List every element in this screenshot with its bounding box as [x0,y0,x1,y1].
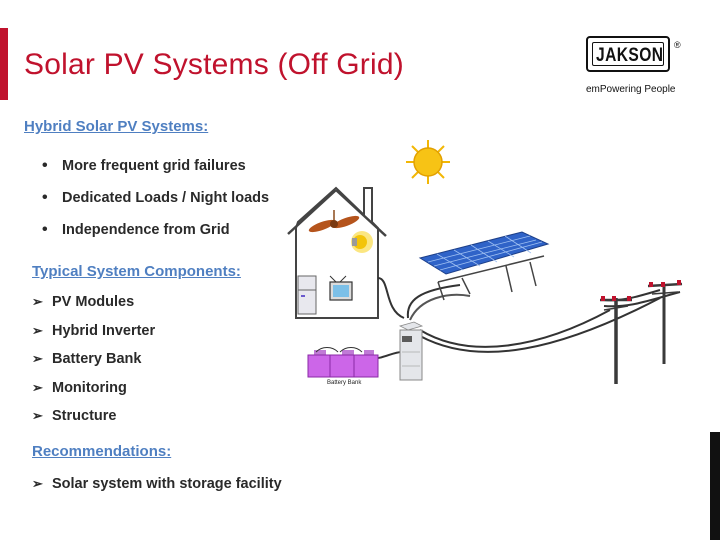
battery-bank-icon [307,347,379,378]
inverter-icon [398,321,424,381]
list-item: More frequent grid failures [30,156,269,188]
logo-frame: JAKSON [586,36,670,72]
light-bulb-icon [351,231,373,253]
jakson-logo: JAKSON ® emPowering People [584,34,694,104]
list-item: Dedicated Loads / Night loads [30,188,269,220]
hybrid-systems-heading: Hybrid Solar PV Systems: [24,118,209,135]
registered-mark: ® [674,40,681,50]
recommendations-list: Solar system with storage facility [32,474,282,503]
components-heading: Typical System Components: [32,263,241,280]
edge-accent-bar [710,432,720,540]
solar-panel-array-icon [418,231,550,301]
list-item: Monitoring [32,378,155,407]
refrigerator-icon [297,275,317,315]
utility-poles-icon [600,280,683,384]
sun-icon [406,140,450,184]
hybrid-systems-list: More frequent grid failures Dedicated Lo… [30,156,269,252]
list-item: Independence from Grid [30,220,269,252]
list-item: Structure [32,406,155,435]
list-item: Battery Bank [32,349,155,378]
battery-bank-label: Battery Bank [327,380,362,386]
logo-tagline: emPowering People [586,84,676,95]
slide-title: Solar PV Systems (Off Grid) [24,48,404,81]
components-list: PV Modules Hybrid Inverter Battery Bank … [32,292,155,435]
logo-brand: JAKSON [596,45,664,66]
list-item: Solar system with storage facility [32,474,282,503]
recommendations-heading: Recommendations: [32,443,172,460]
list-item: PV Modules [32,292,155,321]
ceiling-fan-icon [308,210,360,233]
television-icon [329,275,353,301]
list-item: Hybrid Inverter [32,321,155,350]
house-icon [287,186,387,319]
title-accent-bar [0,28,8,100]
